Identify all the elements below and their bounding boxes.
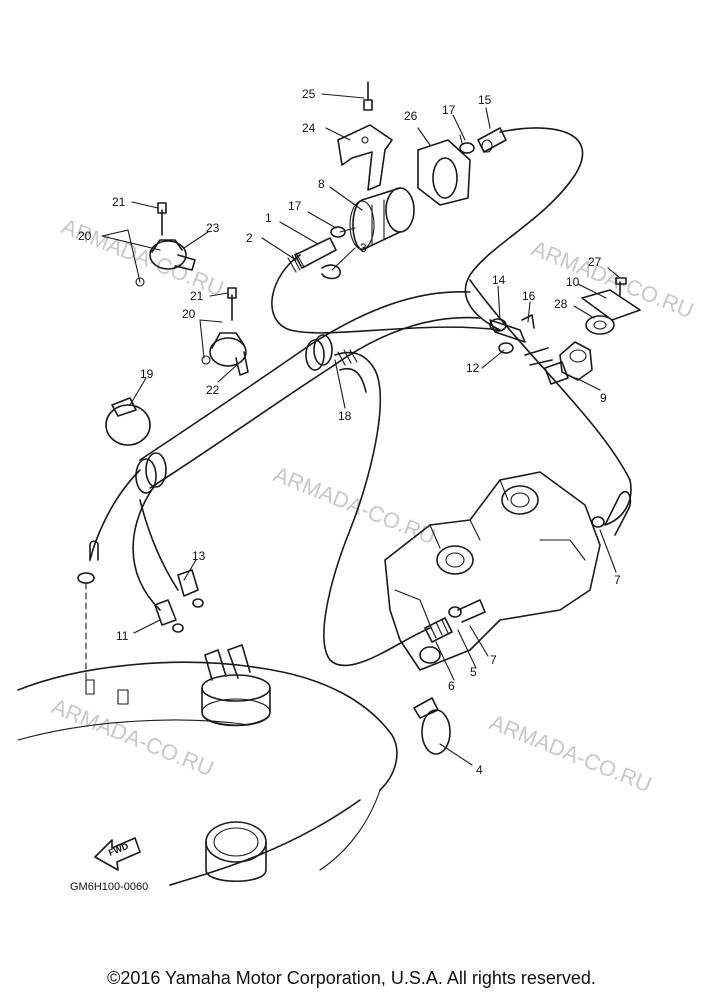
label-27: 27 (588, 255, 602, 269)
clamp-19 (105, 397, 151, 446)
label-3: 3 (360, 241, 367, 255)
clamp-4 (413, 697, 451, 755)
diagram-code: GM6H100-0060 (70, 881, 148, 893)
label-7-right: 7 (614, 573, 621, 587)
label-20-upper: 20 (78, 229, 92, 243)
clamp-assembly-lower (201, 287, 249, 376)
label-4: 4 (476, 763, 483, 777)
joint-12-14-16 (489, 314, 535, 354)
upper-fuel-hose (271, 127, 632, 526)
hose-15 (477, 127, 507, 153)
label-26: 26 (404, 109, 418, 123)
label-8: 8 (318, 177, 325, 191)
fwd-arrow: FWD (94, 837, 141, 871)
watermark-text: ARMADA-CO.RU (270, 461, 439, 549)
label-17-lower: 17 (288, 199, 302, 213)
label-13: 13 (192, 549, 206, 563)
label-18: 18 (338, 409, 352, 423)
label-28: 28 (554, 297, 568, 311)
label-21-upper: 21 (112, 195, 126, 209)
fwd-label: FWD (107, 841, 130, 858)
hose-1-2 (287, 237, 337, 273)
main-hose (135, 290, 481, 531)
label-12: 12 (466, 361, 480, 375)
label-10: 10 (566, 275, 580, 289)
fuel-filter-8 (339, 187, 415, 251)
fuel-tank (17, 661, 398, 886)
label-23: 23 (206, 221, 220, 235)
copyright-notice: ©2016 Yamaha Motor Corporation, U.S.A. A… (107, 968, 596, 988)
joint-7-right (591, 490, 632, 536)
fuel-return-hose (89, 469, 431, 667)
label-6: 6 (448, 679, 455, 693)
label-17-upper: 17 (442, 103, 456, 117)
clip-3 (321, 264, 341, 280)
part-labels: 1 2 3 4 5 6 7 7 8 9 10 11 12 13 14 15 16… (78, 87, 621, 777)
watermark-text: ARMADA-CO.RU (486, 709, 655, 797)
label-19: 19 (140, 367, 154, 381)
clamp-assembly-upper (135, 202, 196, 287)
label-11: 11 (116, 629, 129, 643)
watermark-text: ARMADA-CO.RU (48, 693, 217, 781)
label-14: 14 (492, 273, 506, 287)
label-15: 15 (478, 93, 492, 107)
bolt-25 (363, 81, 373, 111)
clip-17-lower (330, 226, 346, 238)
clip-17-upper (459, 134, 475, 154)
bracket-24 (337, 124, 393, 191)
watermarks: ARMADA-CO.RU ARMADA-CO.RU ARMADA-CO.RU A… (48, 213, 697, 797)
label-16: 16 (522, 289, 536, 303)
label-7-lower: 7 (490, 653, 497, 667)
leader-lines (101, 93, 621, 766)
joint-5-6 (424, 599, 486, 643)
label-22: 22 (206, 383, 220, 397)
label-20-lower: 20 (182, 307, 196, 321)
pressure-regulator-9 (524, 341, 593, 385)
damper-bracket (581, 277, 641, 335)
label-2: 2 (246, 231, 253, 245)
breather-fittings (77, 540, 204, 681)
fuel-pump-unit (85, 644, 271, 727)
label-24: 24 (302, 121, 316, 135)
bracket-26 (417, 139, 471, 206)
label-5: 5 (470, 665, 477, 679)
throttle-body (384, 471, 601, 671)
label-25: 25 (302, 87, 316, 101)
label-9: 9 (600, 391, 607, 405)
label-1: 1 (265, 211, 272, 225)
label-21-lower: 21 (190, 289, 204, 303)
